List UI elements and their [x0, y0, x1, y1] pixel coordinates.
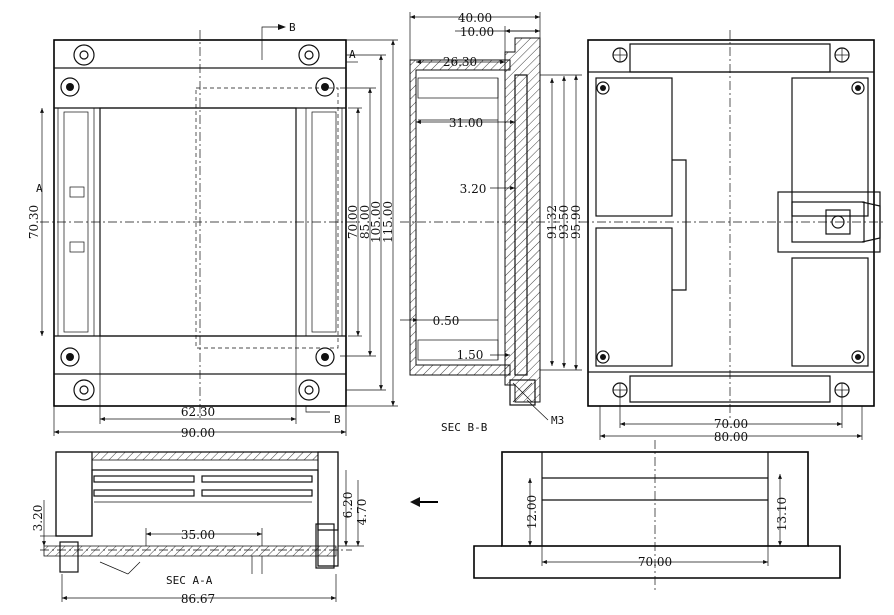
dim-3-20-aa: 3.20: [31, 505, 45, 532]
dim-85-00: 85.00: [358, 205, 372, 239]
bottom-view: 70.00 80.00: [580, 30, 884, 444]
dim-90-00: 90.00: [181, 426, 215, 440]
dim-3-20-bb: 3.20: [460, 182, 487, 196]
dim-35-00: 35.00: [181, 528, 215, 542]
dim-70-00-top: 70.00: [346, 205, 360, 239]
screw-hole-icon: [60, 44, 335, 401]
dim-70-00-side: 70.00: [638, 555, 672, 569]
dim-95-90: 95.90: [569, 205, 583, 239]
dim-93-50: 93.50: [557, 205, 571, 239]
top-view: B B A A 70.30 70.00 85.00 105.00 115.00 …: [27, 21, 398, 440]
thread-label: M3: [551, 414, 564, 427]
dim-0-50: 0.50: [433, 314, 460, 328]
dim-70-30: 70.30: [27, 205, 41, 239]
dim-6-20: 6.20: [341, 492, 355, 519]
section-b-label-bottom: B: [334, 413, 341, 426]
dim-91-32: 91.32: [545, 205, 559, 239]
dim-10-00: 10.00: [460, 25, 494, 39]
section-a-label-top: A: [349, 48, 356, 61]
dim-1-50: 1.50: [457, 348, 484, 362]
dim-12-00: 12.00: [525, 495, 539, 529]
dim-115-00: 115.00: [381, 201, 395, 243]
dim-86-67: 86.67: [181, 592, 215, 606]
view-direction-arrow-icon: [410, 497, 438, 507]
section-b-label-top: B: [289, 21, 296, 34]
dim-70-00-bottom: 70.00: [714, 417, 748, 431]
dim-80-00: 80.00: [714, 430, 748, 444]
section-b-b: 40.00 10.00 26.30 31.00 3.20 0.50 1.50 9…: [400, 11, 583, 434]
dim-31-00: 31.00: [449, 116, 483, 130]
dim-13-10: 13.10: [775, 497, 789, 531]
dim-62-30: 62.30: [181, 405, 215, 419]
side-view: 12.00 13.10 70.00: [473, 440, 841, 590]
section-bb-title: SEC B-B: [441, 421, 488, 434]
dim-26-30: 26.30: [443, 55, 477, 69]
section-aa-title: SEC A-A: [166, 574, 213, 587]
dim-40-00: 40.00: [458, 11, 492, 25]
dim-105-00: 105.00: [369, 201, 383, 243]
dim-4-70: 4.70: [355, 499, 369, 526]
screw-hole-icon: [596, 47, 865, 398]
section-a-label-left: A: [36, 182, 43, 195]
section-a-a: 3.20 35.00 6.20 4.70 SEC A-A 86.67: [31, 451, 369, 606]
bottom-view-outline: [587, 39, 875, 407]
